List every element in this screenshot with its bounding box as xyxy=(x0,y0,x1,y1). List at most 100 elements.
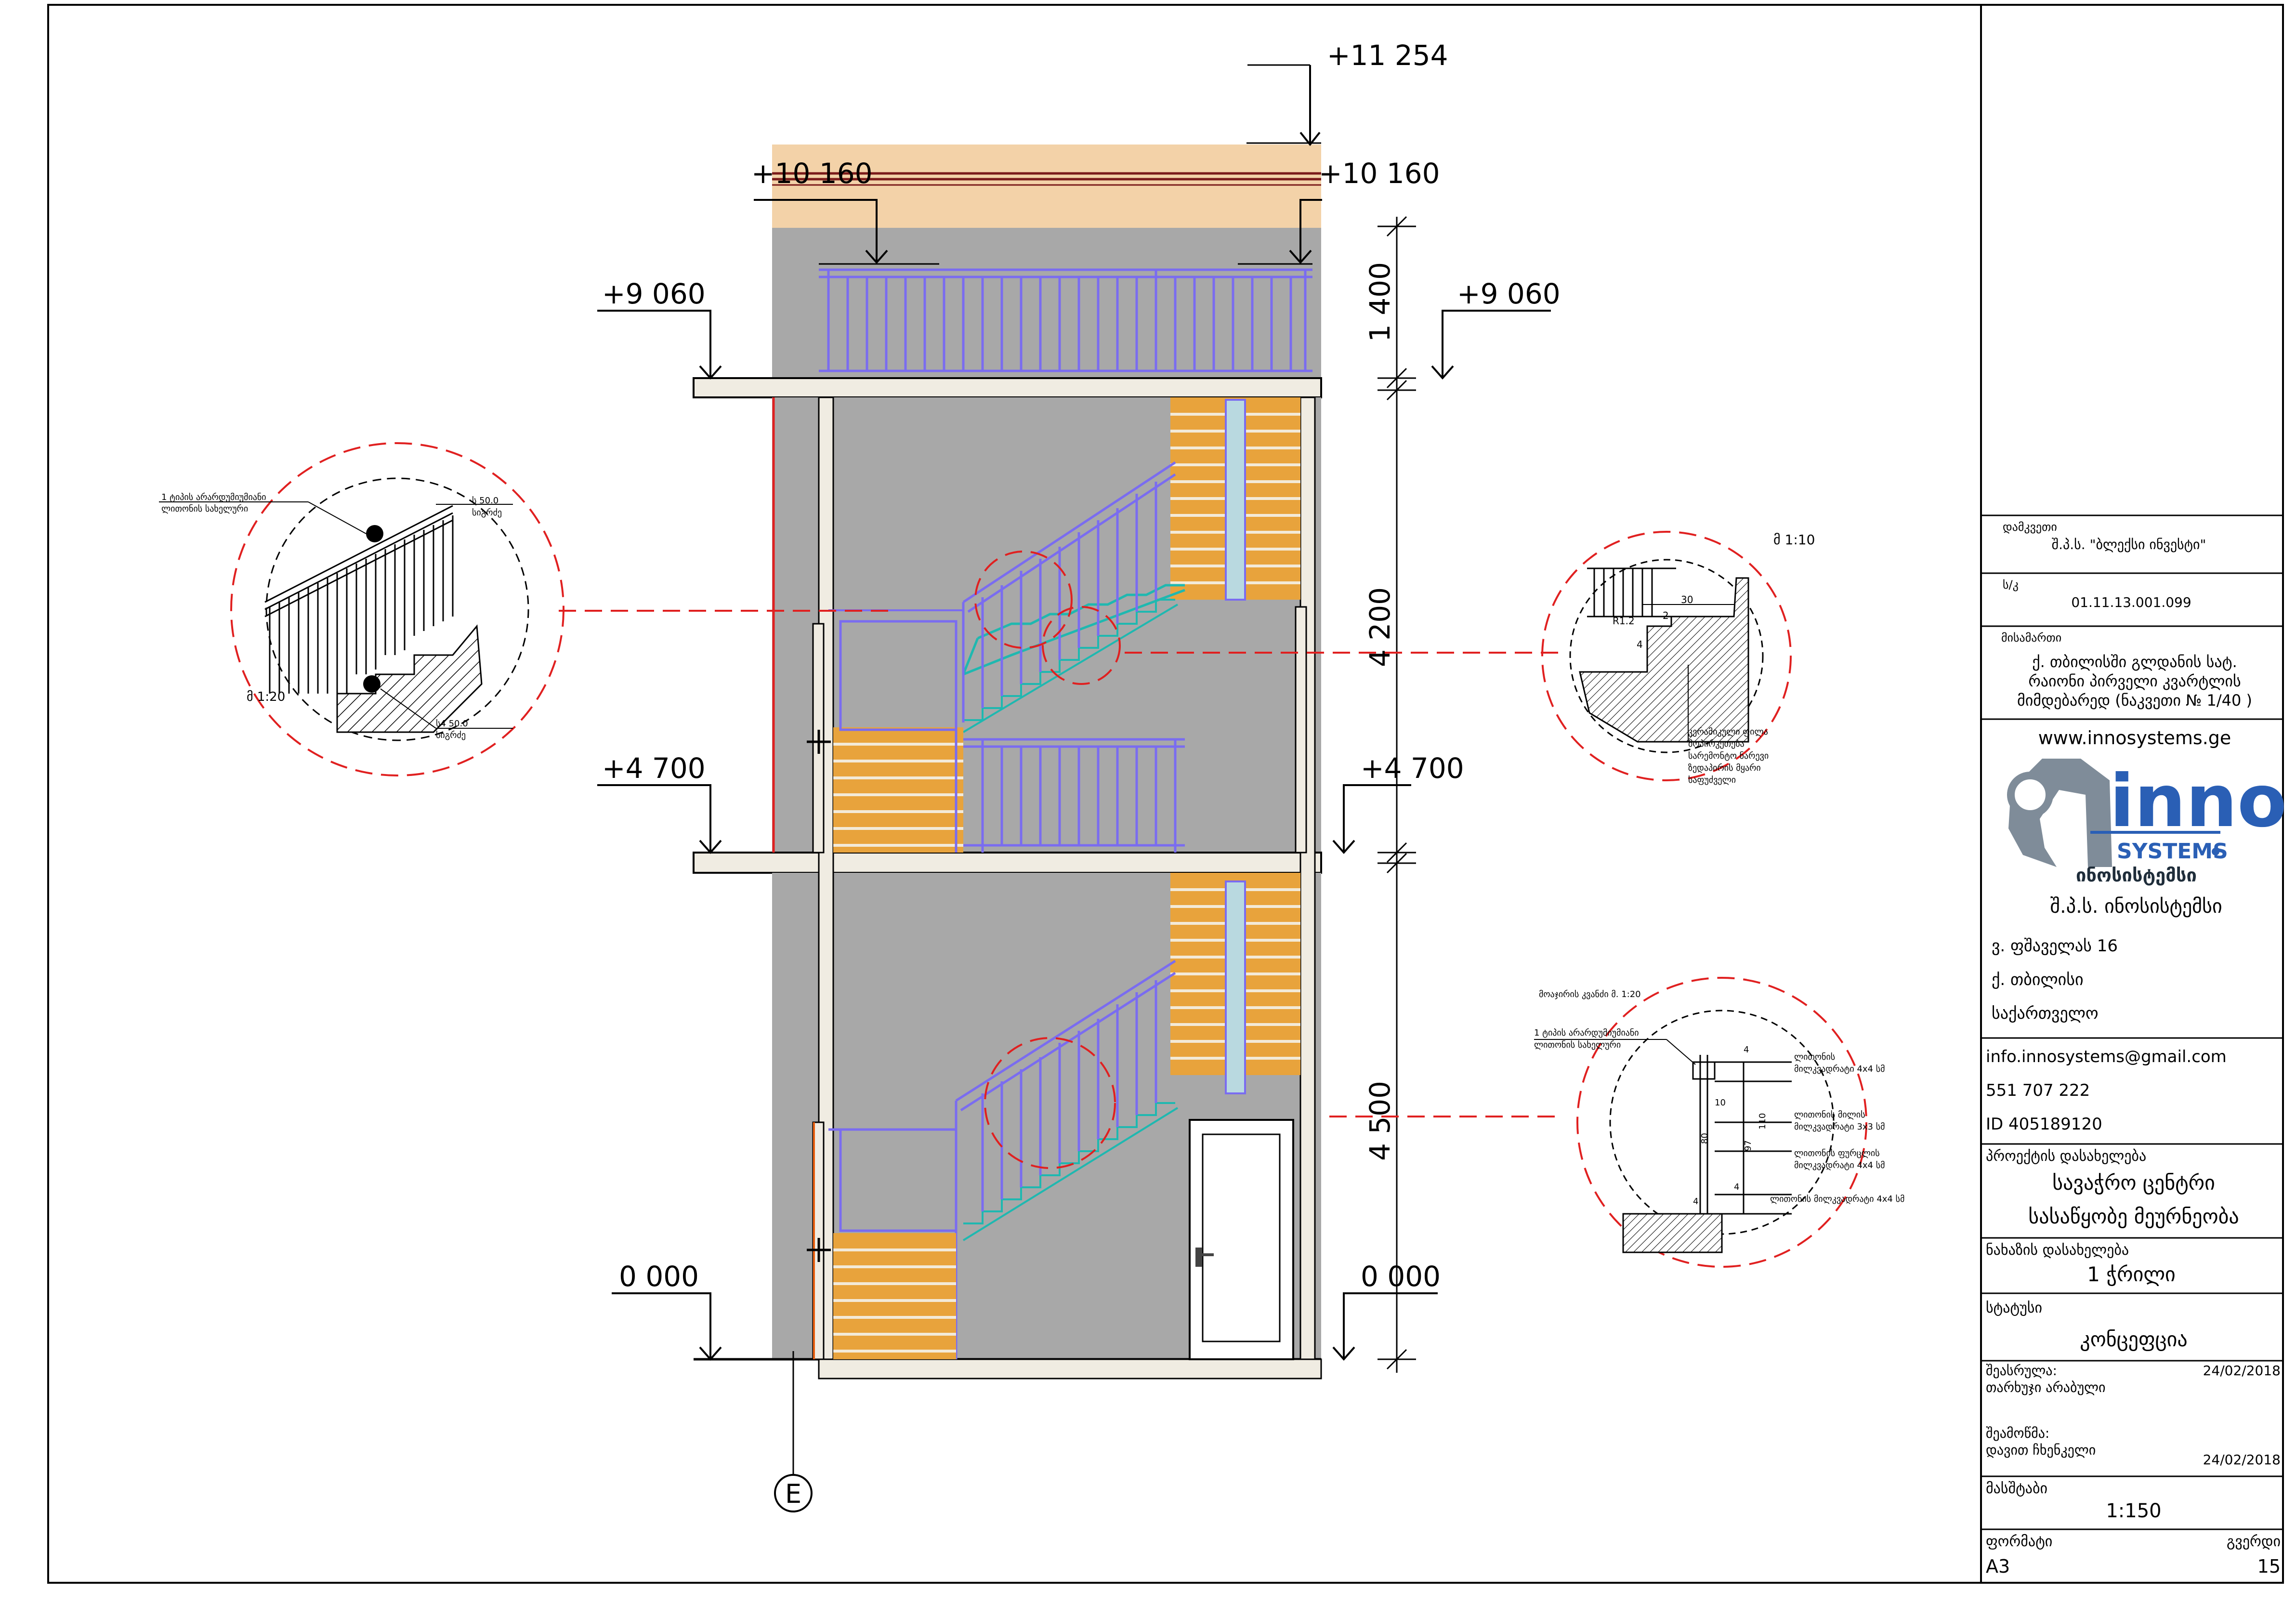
rb-note-b2: მილკვადრატი 3x3 სმ xyxy=(1794,1122,1885,1132)
tb-project-label: პროექტის დასახელება xyxy=(1986,1148,2146,1165)
rt-note-d: ზედაპირის მყარი xyxy=(1688,763,1761,773)
rb-dim4: 97 xyxy=(1743,1140,1753,1151)
titleblock xyxy=(1981,514,2283,1530)
lower-flight-steps xyxy=(962,1102,1179,1241)
rb-note-c2: მილკვადრატი 4x4 სმ xyxy=(1794,1160,1885,1170)
building-section xyxy=(693,142,1322,1380)
tb-code-value: 01.11.13.001.099 xyxy=(2071,594,2191,610)
tb-company: შ.პ.ს. ინოსისტემსი xyxy=(2050,895,2222,918)
detail-right-bottom: მოაჯირის კვანძი მ. 1:20 1 ტიპის არარდუმი… xyxy=(1534,977,1904,1268)
tb-address-l3: მიმდებარედ (ნაკვეთი № 1/40 ) xyxy=(2017,691,2252,710)
lower-flight-railing xyxy=(828,959,1176,1359)
tb-address-l2: რაიონი პირველი კვარტლის xyxy=(2028,672,2241,690)
axis-label: E xyxy=(785,1479,801,1509)
left-detail-note3a: ს4 50.0 xyxy=(436,719,468,729)
rb-dim2: 10 xyxy=(1715,1098,1726,1108)
tb-city: ქ. თბილისი xyxy=(1992,970,2084,989)
elevation-second-left: +4 700 xyxy=(602,752,706,785)
tb-phone: 551 707 222 xyxy=(1986,1081,2090,1100)
tb-project-l1: სავაჭრო ცენტრი xyxy=(2052,1171,2215,1195)
tb-website: www.innosystems.ge xyxy=(2038,727,2231,749)
tb-checked-label: შეამოწმა: xyxy=(1986,1425,2049,1441)
axis-marker-e: E xyxy=(774,1351,813,1512)
rb-note-a: ლითონის xyxy=(1794,1052,1835,1062)
tb-client-value: შ.პ.ს. "ბლექსი ინვესტი" xyxy=(2052,537,2206,552)
tb-scale-value: 1:150 xyxy=(2106,1500,2161,1522)
upper-flight-steps xyxy=(962,584,1185,676)
dimension-4200: 4 200 xyxy=(1364,587,1396,667)
company-logo: inno SYSTEMS ინოსისტემსი xyxy=(2007,759,2287,886)
tb-made-label: შეასრულა: xyxy=(1986,1363,2057,1379)
landing-railing-4700 xyxy=(963,738,1185,853)
rb-note-a2: მილკვადრატი 4x4 სმ xyxy=(1794,1064,1885,1074)
detail-right-top: 30 R1.2 2 4 კერამიკული ფილა მოპირკეთება … xyxy=(1541,531,1815,785)
logo-main: inno xyxy=(2110,760,2287,843)
rt-note-c: სარემონტო ნარევი xyxy=(1688,751,1769,761)
left-detail-scale: მ 1:20 xyxy=(247,690,285,704)
tb-made-date: 24/02/2018 xyxy=(2203,1363,2281,1379)
tb-page-label: გვერდი xyxy=(2227,1533,2281,1550)
tb-status-value: კონცეფცია xyxy=(2080,1327,2187,1351)
rb-note1b: ლითონის სახელური xyxy=(1534,1040,1621,1050)
rt-note-b: მოპირკეთება xyxy=(1688,739,1745,749)
rt-dim-d: 4 xyxy=(1637,639,1643,650)
rb-title: მოაჯირის კვანძი მ. 1:20 xyxy=(1539,989,1641,999)
tb-made-name: თარხუჯი არაბული xyxy=(1986,1380,2105,1395)
tb-id: ID 405189120 xyxy=(1986,1115,2102,1134)
logo-systems: SYSTEMS xyxy=(2117,839,2228,864)
tb-page-value: 15 xyxy=(2257,1556,2281,1577)
rt-dim-b: R1.2 xyxy=(1613,615,1635,627)
roof-parapet xyxy=(772,145,1321,228)
tb-format-label: ფორმატი xyxy=(1986,1533,2052,1550)
rb-note-b: ლითონის მილის xyxy=(1794,1110,1865,1120)
left-detail-note2a: ს 50.0 xyxy=(472,496,499,506)
elevation-roof-left: +10 160 xyxy=(751,157,873,190)
column-right xyxy=(1299,396,1316,1360)
tb-checked-date: 24/02/2018 xyxy=(2203,1452,2281,1468)
rb-note-d: ლითონის მილკვადრატი 4x4 სმ xyxy=(1770,1194,1904,1204)
tb-status-label: სტატუსი xyxy=(1986,1300,2042,1316)
tb-email: info.innosystems@gmail.com xyxy=(1986,1047,2227,1066)
roof-level-wall xyxy=(772,228,1321,378)
logo-georgian: ინოსისტემსი xyxy=(2076,865,2197,886)
tb-address-label: მისამართი xyxy=(2001,631,2061,644)
tb-drawing-value: 1 ჭრილი xyxy=(2087,1262,2176,1286)
upper-flight-railing xyxy=(962,461,1176,723)
slab-4700 xyxy=(693,852,1322,874)
left-detail-note1b: ლითონის სახელური xyxy=(161,504,248,514)
slab-9060 xyxy=(693,377,1322,398)
tb-drawing-label: ნახაზის დასახელება xyxy=(1986,1242,2129,1259)
dimension-1400: 1 400 xyxy=(1364,262,1396,342)
tb-format-value: A3 xyxy=(1986,1556,2010,1577)
rt-scale: მ 1:10 xyxy=(1773,532,1815,548)
upper-landing-treads xyxy=(1170,397,1300,601)
roof-railing xyxy=(819,268,1312,372)
tb-address-l1: ქ. თბილისში გლდანის სატ. xyxy=(2032,653,2237,671)
tb-checked-name: დავით ჩხენკელი xyxy=(1986,1442,2096,1458)
left-detail-note3b: სიგრძე xyxy=(436,730,466,740)
elevation-third-left: +9 060 xyxy=(602,277,706,310)
elevation-ground-left: 0 000 xyxy=(619,1260,699,1293)
left-detail-note1a: 1 ტიპის არარდუმიუმიანი xyxy=(161,492,266,502)
lower-landing-treads xyxy=(1170,873,1300,1094)
tb-country: საქართველო xyxy=(1992,1004,2099,1023)
tb-client-label: დამკვეთი xyxy=(2003,520,2057,534)
dimension-4500: 4 500 xyxy=(1364,1081,1396,1161)
rb-dim6: 4 xyxy=(1734,1182,1739,1192)
elevation-roof-right: +10 160 xyxy=(1319,157,1440,190)
ground-landing-treads xyxy=(833,1233,956,1359)
rt-dim-c: 2 xyxy=(1663,610,1669,621)
rb-dim3: 80 xyxy=(1700,1133,1710,1144)
level-markers xyxy=(597,64,1551,1361)
rt-dim-a: 30 xyxy=(1681,594,1693,605)
dimension-line xyxy=(1378,216,1416,1373)
tb-code-label: ს/კ xyxy=(2003,578,2019,591)
tb-scale-label: მასშტაბი xyxy=(1986,1480,2047,1497)
rt-note-a: კერამიკული ფილა xyxy=(1688,727,1768,737)
rb-dim7: 4 xyxy=(1693,1196,1698,1207)
detail-callouts xyxy=(559,551,1563,1169)
tb-street: ვ. ფშაველას 16 xyxy=(1992,936,2118,956)
elevation-second-right: +4 700 xyxy=(1361,752,1464,785)
mid-landing-left xyxy=(833,620,963,853)
